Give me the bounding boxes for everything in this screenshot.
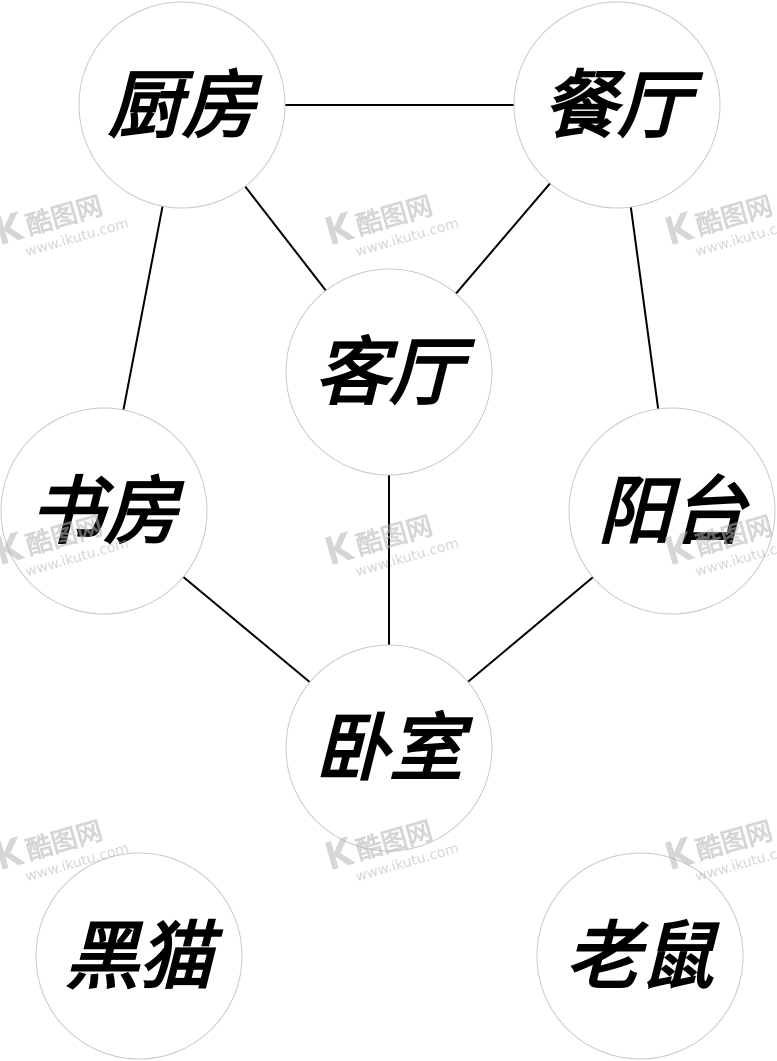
node-black-cat: 黑猫: [35, 852, 243, 1060]
node-label-kitchen: 厨房: [108, 63, 263, 149]
node-study: 书房: [0, 407, 208, 615]
edge-dining-balcony: [629, 206, 660, 410]
node-circle-kitchen: [78, 1, 286, 209]
node-dining: 餐厅: [513, 1, 721, 209]
node-label-balcony: 阳台: [598, 469, 750, 555]
node-balcony: 阳台: [568, 407, 776, 615]
edge-dining-living: [455, 182, 551, 295]
watermark-logo-icon: [0, 836, 26, 870]
node-kitchen: 厨房: [78, 1, 286, 209]
node-label-black-cat: 黑猫: [65, 914, 224, 1000]
watermark-logo-icon: [325, 211, 356, 245]
node-label-mouse: 老鼠: [566, 914, 720, 1000]
node-circle-living: [285, 268, 493, 476]
node-label-bedroom: 卧室: [315, 706, 474, 792]
node-circle-study: [0, 407, 208, 615]
node-circle-balcony: [568, 407, 776, 615]
watermark-logo-icon: [325, 836, 356, 870]
watermark-logo-icon: [0, 531, 26, 565]
edge-kitchen-living: [244, 185, 327, 292]
watermark-logo-icon: [665, 211, 696, 245]
node-label-study: 书房: [30, 469, 185, 555]
edges-layer: [122, 104, 660, 683]
node-living: 客厅: [285, 268, 493, 476]
node-bedroom: 卧室: [285, 644, 493, 852]
node-label-living: 客厅: [315, 330, 476, 416]
edge-study-bedroom: [182, 576, 311, 683]
edge-kitchen-study: [122, 205, 164, 411]
watermark-logo-icon: [325, 531, 356, 565]
node-circle-bedroom: [285, 644, 493, 852]
node-circle-mouse: [536, 852, 744, 1060]
edge-balcony-bedroom: [467, 576, 594, 683]
node-label-dining: 餐厅: [543, 63, 704, 149]
node-circle-dining: [513, 1, 721, 209]
watermark-logo-icon: [0, 211, 26, 245]
node-circle-black-cat: [35, 852, 243, 1060]
node-mouse: 老鼠: [536, 852, 744, 1060]
